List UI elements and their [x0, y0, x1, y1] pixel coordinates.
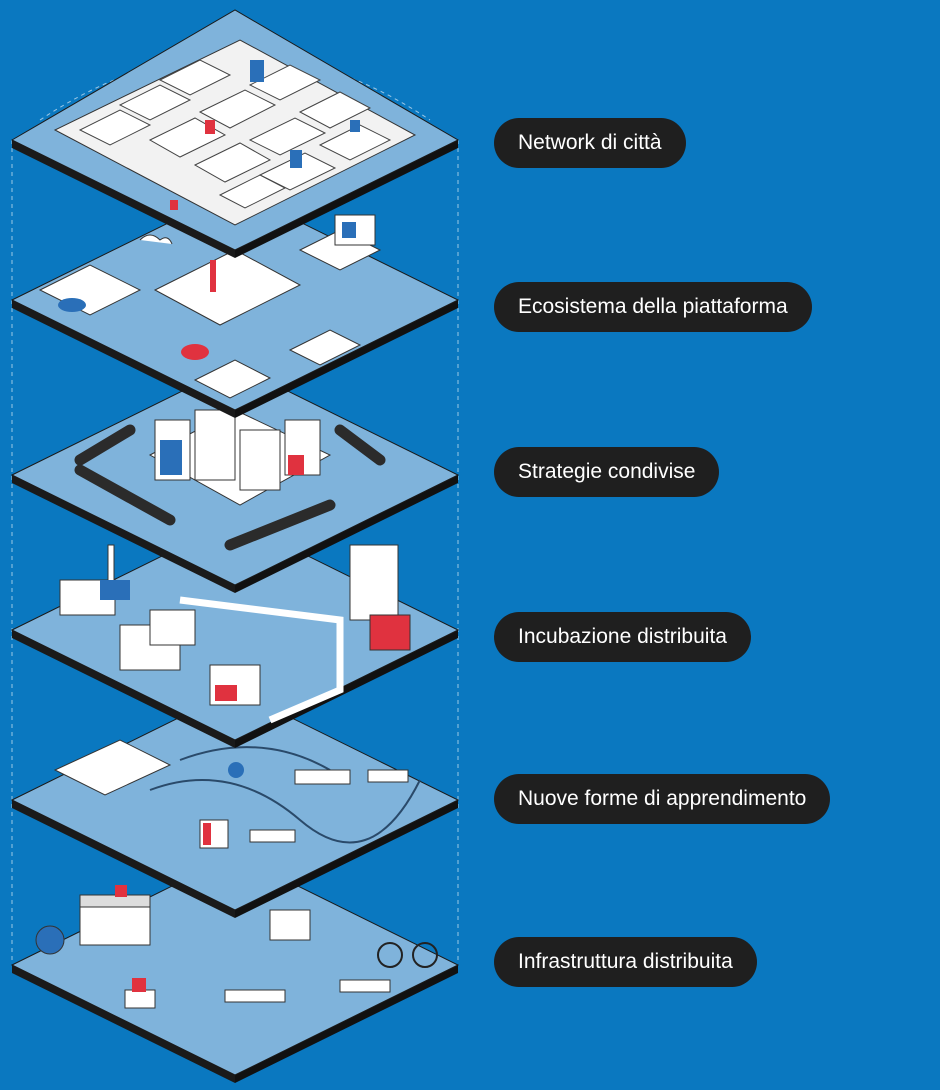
incubator-icon: [59, 544, 411, 724]
workshop-icon: [35, 885, 438, 1009]
classroom-icon: [53, 739, 421, 849]
layer-infrastructure-platform: [10, 854, 460, 1083]
layer-learning-platform: [10, 689, 460, 918]
layer-city-network-platform: [10, 9, 460, 258]
label-strategie-condivise: Strategie condivise: [494, 447, 720, 497]
city-block-icon: [148, 409, 332, 506]
layer-ecosystem-platform: [10, 189, 460, 418]
layer-strategies-platform: [10, 364, 460, 593]
label-network-di-citta: Network di città: [494, 118, 686, 168]
cycle-arrows-icon: [74, 424, 386, 551]
platform-hub-icon: [38, 214, 382, 399]
city-map-icon: [53, 39, 417, 226]
layer-incubation-platform: [10, 519, 460, 748]
label-nuove-forme-di-apprendimento: Nuove forme di apprendimento: [494, 774, 831, 824]
label-infrastruttura-distribuita: Infrastruttura distribuita: [494, 937, 757, 987]
label-incubazione-distribuita: Incubazione distribuita: [494, 612, 751, 662]
label-ecosistema-della-piattaforma: Ecosistema della piattaforma: [494, 282, 812, 332]
layered-diagram: [10, 9, 460, 1083]
